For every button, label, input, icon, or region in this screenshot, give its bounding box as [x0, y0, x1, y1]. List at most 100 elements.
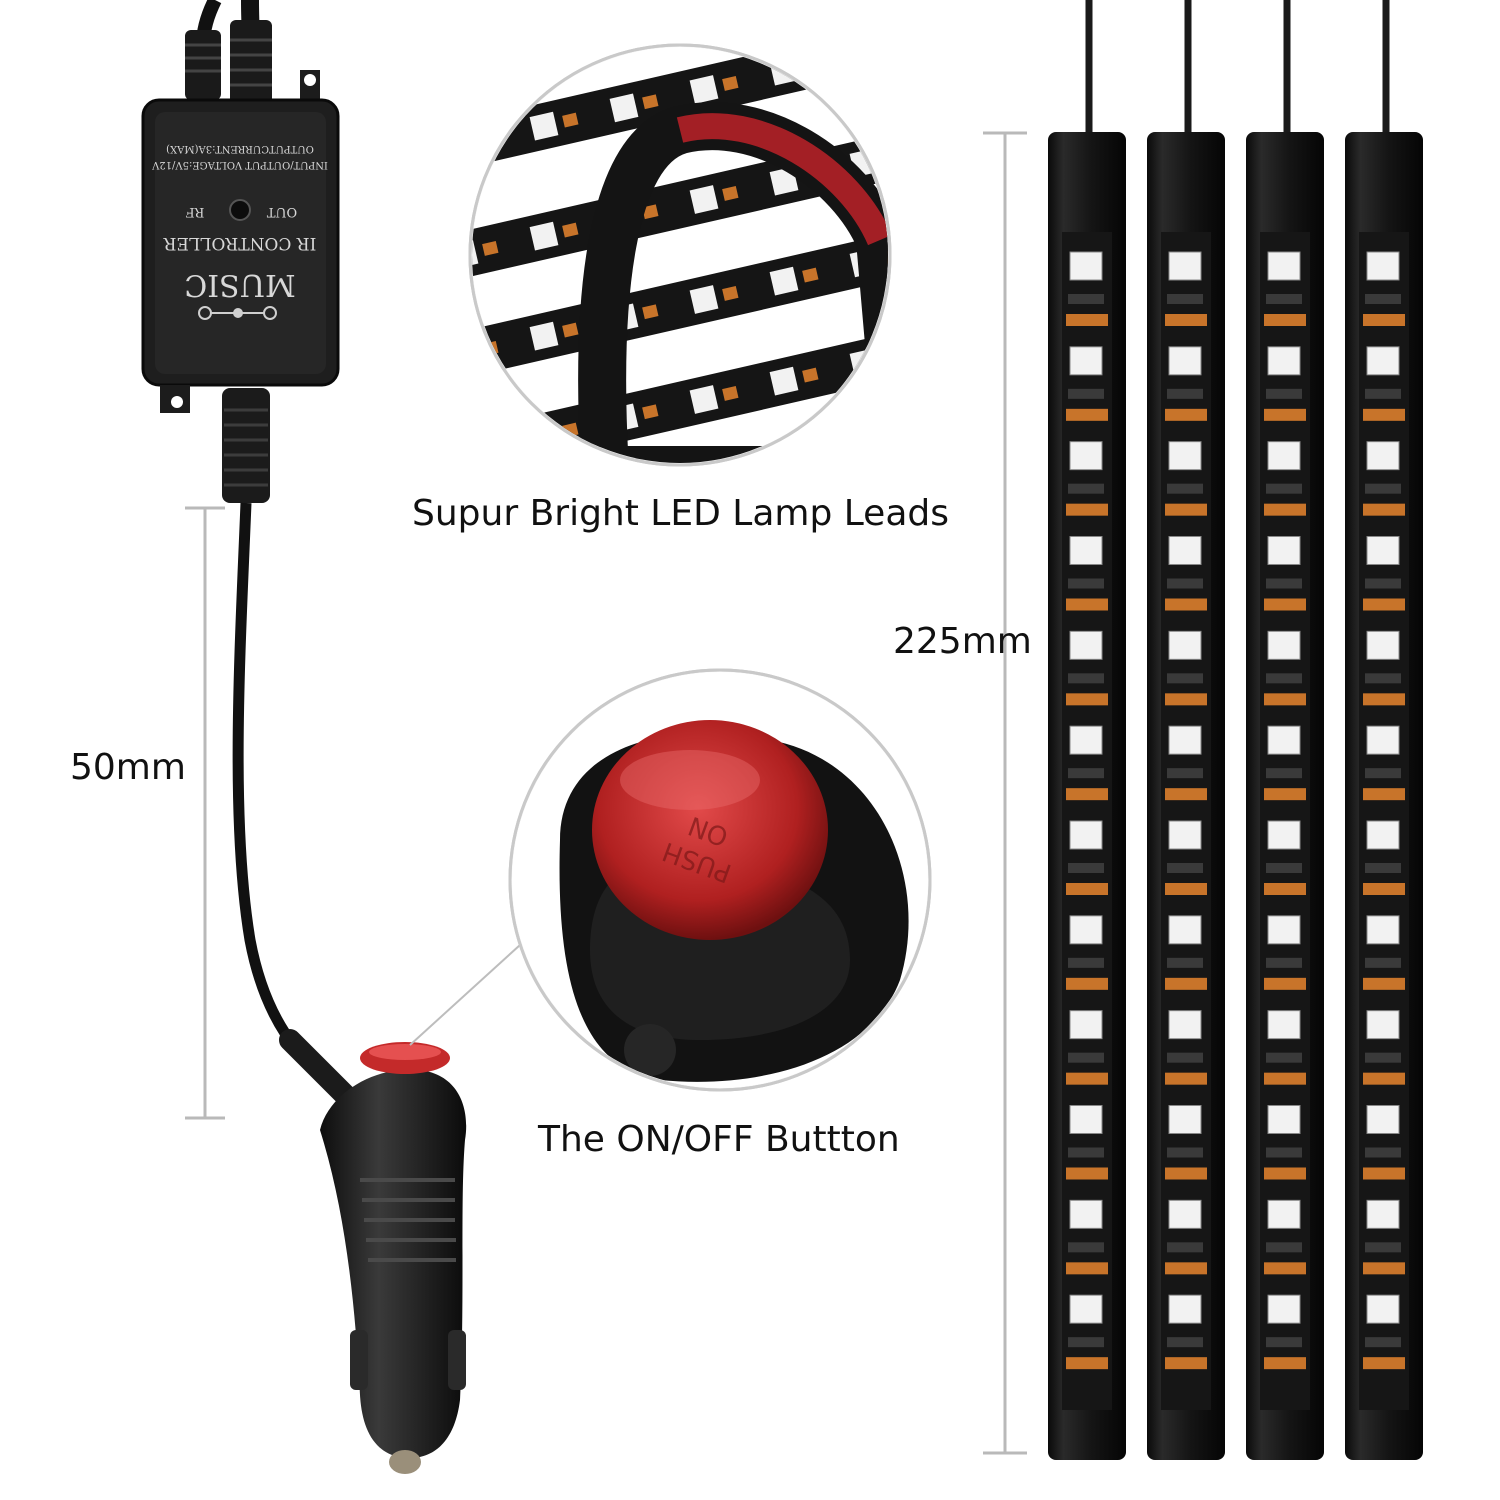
resistor	[1165, 788, 1207, 801]
led-chip	[1069, 1010, 1103, 1040]
led-chip	[1168, 630, 1202, 660]
resistor	[1165, 1262, 1207, 1275]
zoom-led-chip	[689, 185, 719, 214]
led-chip	[1366, 820, 1400, 850]
led-chip	[1366, 346, 1400, 376]
polarity-icon	[198, 306, 277, 320]
led-strip	[1048, 0, 1126, 1460]
resistor	[1363, 408, 1405, 421]
resistor	[1264, 314, 1306, 326]
resistor	[1066, 408, 1108, 421]
resistor	[1066, 788, 1108, 801]
zoom-led-chip	[689, 385, 719, 414]
resistor	[1264, 1262, 1306, 1275]
resistor	[1066, 1262, 1108, 1275]
controller-spec-current: OUTPUTCURRENT:3A(MAX)	[166, 143, 314, 154]
led-chip	[1069, 346, 1103, 376]
controller-name-text: IR CONTROLLER	[163, 233, 317, 253]
led-strip	[1246, 0, 1324, 1460]
led-chip	[1366, 725, 1400, 755]
cable-length-label: 50mm	[70, 747, 186, 788]
led-chip	[1267, 346, 1301, 376]
zoom-led-chip	[769, 366, 799, 396]
resistor	[1363, 598, 1405, 611]
zoom-led-chip	[529, 221, 559, 251]
button-caption: The ON/OFF Buttton	[538, 1119, 900, 1160]
led-chip	[1168, 346, 1202, 376]
strip-length-label: 225mm	[893, 621, 1032, 662]
resistor	[1264, 788, 1306, 801]
led-chip	[1366, 536, 1400, 565]
led-chip	[1267, 725, 1301, 755]
resistor	[1165, 408, 1207, 421]
resistor	[1363, 503, 1405, 516]
zoom-led-chip	[689, 75, 719, 104]
resistor	[1363, 1262, 1405, 1275]
resistor	[1066, 693, 1108, 706]
resistor	[1066, 598, 1108, 611]
led-chip	[1366, 1010, 1400, 1040]
led-chip	[1168, 1199, 1202, 1229]
resistor	[1264, 1167, 1306, 1180]
led-chip	[1366, 441, 1400, 471]
resistor	[1165, 1167, 1207, 1180]
led-chip	[1366, 1105, 1400, 1134]
zoom-led-chip	[472, 440, 479, 463]
led-chip	[1366, 251, 1400, 281]
led-chip	[1267, 441, 1301, 471]
power-cable	[222, 388, 356, 1106]
resistor	[1165, 883, 1207, 895]
resistor	[1264, 1072, 1306, 1085]
led-strip	[1147, 0, 1225, 1460]
led-chip	[1366, 1294, 1400, 1324]
led-chip	[1267, 915, 1301, 945]
strip-dimension-line	[983, 131, 1027, 1455]
zoom-led-chip	[472, 130, 479, 159]
led-chip	[1168, 1010, 1202, 1040]
callout-line	[409, 944, 521, 1046]
led-chip	[1168, 820, 1202, 850]
led-chip	[1267, 820, 1301, 850]
resistor	[1066, 1072, 1108, 1085]
connector-left	[185, 30, 221, 100]
led-chip	[1069, 1105, 1103, 1134]
led-chip	[1267, 536, 1301, 565]
resistor	[1165, 503, 1207, 516]
led-chip	[1168, 536, 1202, 565]
led-chip	[1168, 1294, 1202, 1324]
led-chip	[1069, 725, 1103, 755]
resistor	[1066, 883, 1108, 895]
led-chip	[1366, 630, 1400, 660]
resistor	[1264, 1357, 1306, 1370]
resistor	[1363, 977, 1405, 990]
resistor	[1066, 977, 1108, 990]
led-chip	[1366, 1199, 1400, 1229]
led-caption: Supur Bright LED Lamp Leads	[412, 493, 949, 534]
zoom-led-chip	[769, 266, 799, 296]
zoom-led-chip	[689, 285, 719, 314]
led-chip	[1267, 1105, 1301, 1134]
resistor	[1363, 314, 1405, 326]
zoom-led-chip	[849, 47, 879, 68]
zoom-led-chip	[529, 421, 559, 451]
led-chip	[1069, 915, 1103, 945]
resistor	[1363, 788, 1405, 801]
led-chip	[1069, 536, 1103, 565]
led-chip	[1069, 441, 1103, 471]
zoom-led-chip	[529, 321, 559, 351]
resistor	[1264, 693, 1306, 706]
led-chip	[1366, 915, 1400, 945]
led-chip	[1069, 820, 1103, 850]
led-chip	[1168, 915, 1202, 945]
led-chip	[1168, 441, 1202, 471]
resistor	[1264, 408, 1306, 421]
resistor	[1264, 977, 1306, 990]
resistor	[1165, 314, 1207, 326]
led-chip	[1267, 1294, 1301, 1324]
controller-brand-text: MUSIC	[184, 267, 295, 302]
led-chip	[1267, 1010, 1301, 1040]
car-plug	[320, 1042, 467, 1474]
led-chip	[1168, 1105, 1202, 1134]
ir-sensor-icon	[229, 199, 251, 221]
